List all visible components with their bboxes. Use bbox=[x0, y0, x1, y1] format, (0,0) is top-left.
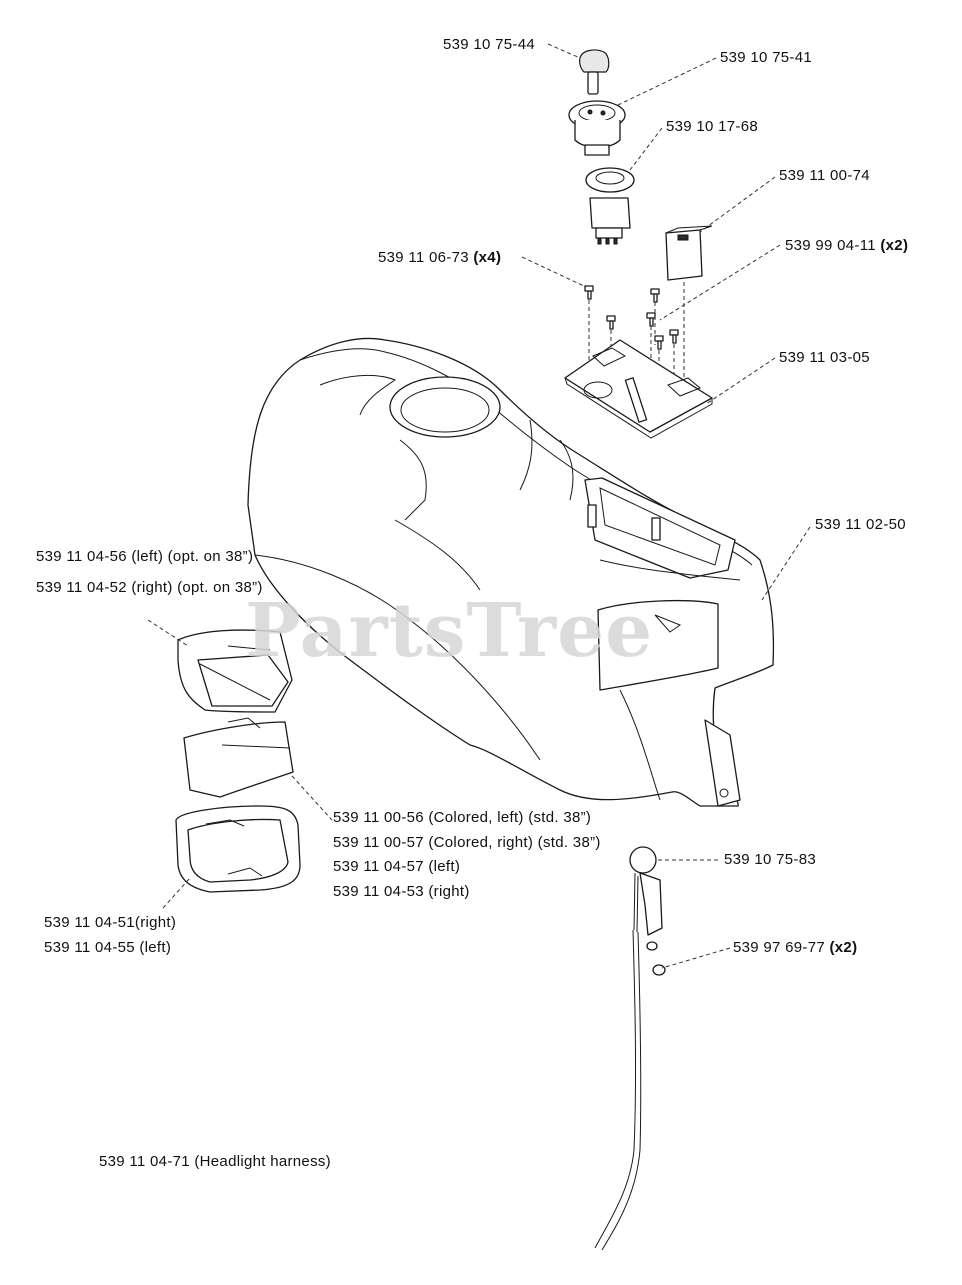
label-screws-x2: 539 99 04-11 (x2) bbox=[785, 237, 908, 255]
part-number: 539 97 69-77 bbox=[733, 939, 826, 956]
label-ignition-switch: 539 10 75-41 bbox=[720, 49, 813, 66]
label-lens-right-opt: 539 11 04-52 (right) (opt. on 38”) bbox=[36, 579, 263, 596]
switch-cover-part bbox=[665, 225, 713, 281]
label-switch-cover: 539 11 00-74 bbox=[779, 167, 870, 184]
label-harness: 539 11 04-71 (Headlight harness) bbox=[99, 1153, 331, 1170]
label-lens-colored-right: 539 11 00-57 (Colored, right) (std. 38”) bbox=[333, 834, 601, 851]
leader-lines bbox=[147, 43, 811, 969]
label-lens-left-opt: 539 11 04-56 (left) (opt. on 38”) bbox=[36, 548, 254, 565]
label-lens-right: 539 11 04-53 (right) bbox=[333, 883, 470, 900]
pto-switch-part bbox=[585, 167, 635, 245]
label-bezel-right: 539 11 04-51(right) bbox=[44, 914, 177, 931]
label-lens-left: 539 11 04-57 (left) bbox=[333, 858, 461, 875]
part-number: 539 99 04-11 bbox=[785, 237, 876, 254]
label-bulb: 539 10 75-83 bbox=[724, 851, 817, 868]
label-nuts-x2: 539 97 69-77 (x2) bbox=[733, 939, 857, 957]
label-screws-x4: 539 11 06-73 (x4) bbox=[378, 249, 501, 267]
ignition-switch-part bbox=[568, 100, 626, 156]
quantity: (x2) bbox=[829, 939, 858, 956]
ignition-key-part bbox=[579, 49, 610, 95]
label-key: 539 10 75-44 bbox=[443, 36, 536, 53]
headlight-lens-colored-part bbox=[183, 717, 294, 798]
quantity: (x2) bbox=[880, 237, 909, 254]
label-bezel-left: 539 11 04-55 (left) bbox=[44, 939, 172, 956]
label-hood: 539 11 02-50 bbox=[815, 516, 906, 533]
mounting-plate-part bbox=[564, 339, 713, 439]
headlight-bezel-part bbox=[175, 805, 301, 893]
watermark: PartsTree bbox=[245, 588, 654, 674]
label-pto-switch: 539 10 17-68 bbox=[666, 118, 759, 135]
headlight-lens-upper-part bbox=[177, 629, 293, 713]
quantity: (x4) bbox=[473, 249, 502, 266]
headlight-harness-part bbox=[594, 846, 666, 1251]
label-lens-colored-left: 539 11 00-56 (Colored, left) (std. 38”) bbox=[333, 809, 592, 826]
part-number: 539 11 06-73 bbox=[378, 249, 469, 266]
hood-part bbox=[247, 337, 775, 807]
label-mounting-plate: 539 11 03-05 bbox=[779, 349, 870, 366]
